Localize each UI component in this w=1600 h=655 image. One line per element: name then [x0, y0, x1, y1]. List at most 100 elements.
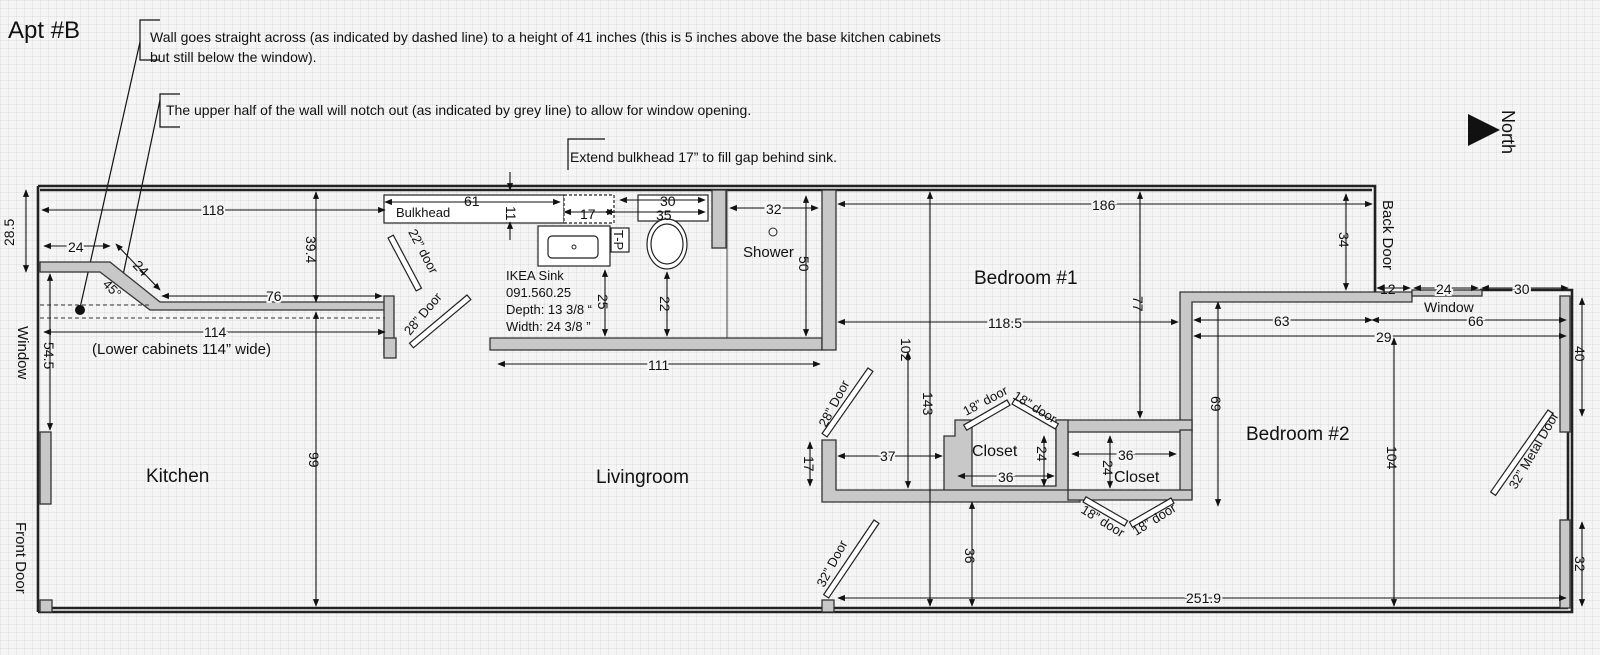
- dim-39-4: 39.4: [303, 236, 319, 263]
- ikea-line1: IKEA Sink: [506, 268, 564, 283]
- dim-54-5: 54.5: [41, 342, 57, 369]
- dim-29: 29: [1376, 329, 1392, 345]
- dim-111: 111: [648, 357, 669, 373]
- dim-24d: 24: [1034, 446, 1050, 462]
- room-closet1: Closet: [972, 443, 1018, 460]
- door-metal-label: 32” Metal Door: [1506, 409, 1562, 492]
- tp-label: T-P: [611, 230, 626, 250]
- dim-12: 12: [1380, 281, 1396, 297]
- bathroom-bottom-wall: [489, 337, 823, 351]
- note-notch: The upper half of the wall will notch ou…: [166, 102, 751, 118]
- dim-118: 118: [202, 202, 225, 218]
- dim-114: 114: [204, 324, 227, 340]
- bath-wall-stub: [711, 189, 727, 249]
- dim-32b: 32: [1572, 556, 1588, 572]
- dim-24c: 24: [1436, 281, 1452, 297]
- door-28-bedroom: [821, 367, 874, 438]
- dim-40: 40: [1572, 346, 1588, 362]
- corner-post-left: [39, 599, 53, 613]
- dim-69: 69: [1208, 396, 1224, 412]
- closet2-wall-bottom: [1067, 489, 1193, 501]
- back-door-label: Back Door: [1379, 200, 1396, 270]
- dim-28-5: 28.5: [1, 219, 17, 246]
- tp-box: [610, 227, 630, 253]
- dim-118-5: 118.5: [988, 315, 1022, 331]
- note-bulkhead: Extend bulkhead 17” to fill gap behind s…: [570, 149, 837, 165]
- dim-24b: 24: [130, 257, 152, 279]
- door-18b: [1011, 397, 1060, 430]
- right-door-frame: [1559, 519, 1571, 609]
- note3-bracket: [567, 138, 605, 170]
- note-wall-line1: Wall goes straight across (as indicated …: [150, 29, 941, 45]
- dim-11: 11: [503, 206, 519, 221]
- kitchen-counter-wall: [39, 261, 386, 311]
- dim-30b: 30: [1514, 281, 1530, 297]
- toilet-seat-icon: [650, 223, 684, 265]
- dim-37: 37: [880, 448, 896, 464]
- ikea-line2: 091.560.25: [506, 285, 571, 300]
- dim-24e: 24: [1100, 460, 1116, 476]
- note2-bracket: [159, 93, 180, 128]
- dim-76: 76: [266, 288, 282, 304]
- dim-36a: 36: [998, 469, 1014, 485]
- room-bedroom1: Bedroom #1: [974, 268, 1078, 289]
- right-window-frame: [1559, 295, 1571, 433]
- apt-label: Apt #B: [8, 17, 80, 44]
- dimension-values: 118 61 11 17 30 35 32 186 28.5 24 24 39.…: [1, 193, 1588, 608]
- door-28-kitchen: [408, 294, 472, 349]
- door-28a-label: 28” Door: [401, 289, 445, 338]
- dim-32: 32: [766, 201, 782, 217]
- bedroom1-left-wall: [821, 189, 837, 351]
- dim-61: 61: [464, 193, 480, 209]
- dim-77: 77: [1130, 296, 1146, 312]
- dim-104: 104: [1384, 446, 1400, 470]
- dim-143: 143: [920, 392, 936, 416]
- door-18d: [1128, 497, 1175, 529]
- dim-63: 63: [1274, 313, 1290, 329]
- north-arrow-icon: [1468, 114, 1500, 146]
- lower-cabinets-label: (Lower cabinets 114” wide): [92, 341, 271, 358]
- door-metal: [1489, 409, 1554, 497]
- shower-head-icon: [768, 227, 778, 237]
- front-door-label: Front Door: [12, 522, 29, 594]
- window-left-label: Window: [14, 326, 31, 380]
- outer-wall-top: [38, 184, 1377, 293]
- dim-17b: 17: [801, 456, 817, 472]
- note1-bracket: [139, 19, 160, 61]
- dim-34: 34: [1336, 232, 1352, 248]
- dim-22: 22: [657, 296, 673, 312]
- kitchen-wall-stub2: [383, 337, 397, 359]
- sink-bowl: [547, 235, 599, 259]
- dim-36c: 36: [962, 548, 978, 564]
- room-closet2: Closet: [1114, 469, 1160, 486]
- closet2-wall-right: [1179, 429, 1193, 499]
- dim-35: 35: [656, 207, 672, 223]
- wall-marker-dot: [75, 305, 85, 315]
- dim-30: 30: [660, 193, 676, 209]
- door-22-kitchen: [387, 234, 423, 292]
- north-label: North: [1498, 110, 1518, 154]
- dim-66: 66: [1468, 313, 1484, 329]
- ikea-line3: Depth: 13 3/8 “: [506, 302, 592, 317]
- dimension-lines: [22, 172, 1586, 607]
- window-top-label: Window: [1424, 299, 1475, 315]
- corner-post-mid: [821, 599, 835, 613]
- dim-24a: 24: [68, 239, 84, 255]
- dim-25: 25: [595, 294, 611, 310]
- dim-17: 17: [580, 206, 596, 222]
- room-shower: Shower: [743, 244, 794, 261]
- dim-102: 102: [898, 338, 914, 362]
- sink-drain-icon: [571, 244, 577, 250]
- door-18a: [962, 399, 1011, 432]
- dim-50: 50: [796, 256, 812, 272]
- left-window-frame: [39, 431, 52, 505]
- dim-251-9: 251.9: [1186, 590, 1221, 606]
- room-livingroom: Livingroom: [596, 467, 689, 488]
- bulkhead-label: Bulkhead: [396, 205, 450, 220]
- ikea-line4: Width: 24 3/8 ”: [506, 319, 591, 334]
- room-bedroom2: Bedroom #2: [1246, 424, 1350, 445]
- note-wall-line2: but still below the window).: [150, 49, 317, 65]
- door-32-living: [822, 519, 880, 599]
